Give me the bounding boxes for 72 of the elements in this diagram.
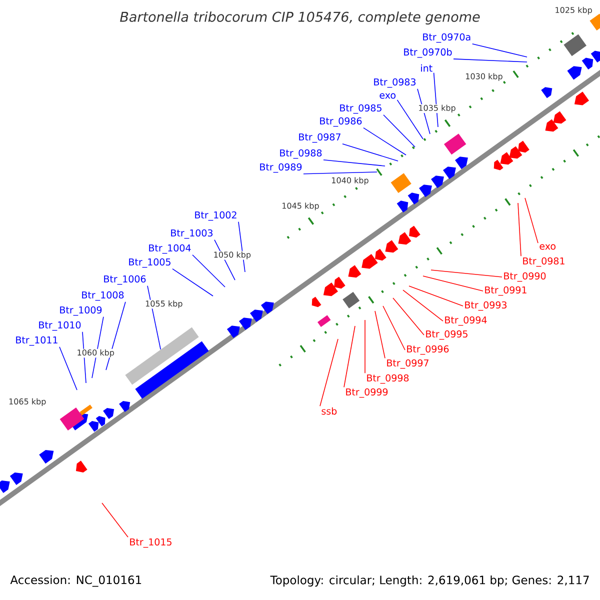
gene-label: Btr_0981	[523, 257, 564, 267]
scale-label: 1065 kbp	[8, 398, 47, 407]
gene-label: Btr_0988	[280, 149, 322, 159]
leader-line	[342, 143, 398, 162]
leader-line	[320, 338, 338, 407]
leader-line	[303, 172, 378, 174]
leader-line	[396, 100, 424, 140]
leader-line	[472, 43, 528, 58]
scale-label: 1045 kbp	[281, 202, 320, 211]
leader-line	[408, 286, 464, 306]
gene-bar	[125, 327, 199, 385]
gene-label: Btr_1005	[129, 258, 170, 268]
leader-line	[59, 346, 78, 390]
scale-label: 1030 kbp	[464, 72, 504, 82]
title: Bartonella tribocorum CIP 105476, complete genome	[120, 11, 480, 25]
leader-line	[453, 58, 528, 62]
gene-label: Btr_1009	[60, 306, 102, 316]
leader-line	[344, 326, 356, 388]
gene-label: Btr_0996	[407, 345, 449, 355]
gene-label: Btr_0999	[346, 388, 388, 398]
scale-label: 1035 kbp	[418, 104, 456, 113]
gene-label: Btr_0990	[504, 272, 546, 282]
leader-line	[147, 285, 162, 350]
scale-label: 1060 kbp	[76, 348, 115, 358]
gene-label: exo	[540, 244, 556, 250]
gene-label: exo	[380, 93, 396, 99]
gene-bar	[135, 341, 209, 399]
gene-label: Btr_0991	[485, 286, 526, 296]
scale-label: 1055 kbp	[144, 300, 184, 309]
gene-label: Btr_0994	[445, 316, 487, 326]
gene-label: Btr_0993	[465, 301, 506, 311]
footer-text: Topology: circular; Length: 2,619,061 bp; Genes: 2,117	[270, 575, 589, 587]
scale-label: 1025 kbp	[554, 6, 593, 16]
leader-line	[430, 270, 502, 278]
leader-line	[172, 268, 214, 296]
gene-label: Btr_1008	[82, 291, 124, 301]
leader-line	[402, 290, 444, 322]
gene-label: Btr_0997	[387, 359, 428, 369]
leader-line	[192, 254, 226, 288]
leader-line	[518, 202, 522, 257]
gene-label: Btr_0986	[320, 117, 362, 127]
gene-label: Btr_1015	[130, 538, 172, 548]
gene-label: Btr_0985	[340, 104, 382, 114]
leader-line	[102, 502, 128, 538]
leader-line	[323, 159, 386, 166]
leader-line	[383, 114, 416, 148]
scale-label: 1050 kbp	[212, 251, 252, 260]
gene-label: Btr_0970b	[404, 48, 452, 58]
leader-line	[422, 276, 484, 292]
gene-label: Btr_0989	[260, 163, 302, 173]
leader-line	[364, 320, 366, 374]
gene-label: Btr_1006	[104, 275, 146, 285]
leader-line	[392, 298, 424, 336]
footer-text: Accession: NC_010161	[10, 575, 142, 587]
gene-label: Btr_0987	[299, 133, 340, 143]
gene-label: Btr_0995	[426, 330, 468, 340]
gene-label: Btr_0983	[374, 78, 416, 88]
gene-label: Btr_1010	[39, 321, 81, 331]
gene-label: Btr_1002	[195, 211, 236, 221]
gene-label: Btr_0998	[367, 374, 409, 384]
gene-label: Btr_1004	[149, 244, 191, 254]
leader-line	[374, 310, 386, 359]
gene-label: Btr_1003	[171, 229, 212, 239]
scale-label: 1040 kbp	[330, 176, 370, 186]
gene-label: ssb	[322, 407, 337, 415]
leader-line	[106, 301, 126, 370]
gene-label: int	[421, 64, 432, 72]
leader-line	[363, 127, 406, 156]
leader-line	[524, 198, 538, 244]
leader-line	[382, 306, 406, 350]
gene-label: Btr_0970a	[423, 33, 470, 43]
gene-label: Btr_1011	[16, 336, 58, 346]
